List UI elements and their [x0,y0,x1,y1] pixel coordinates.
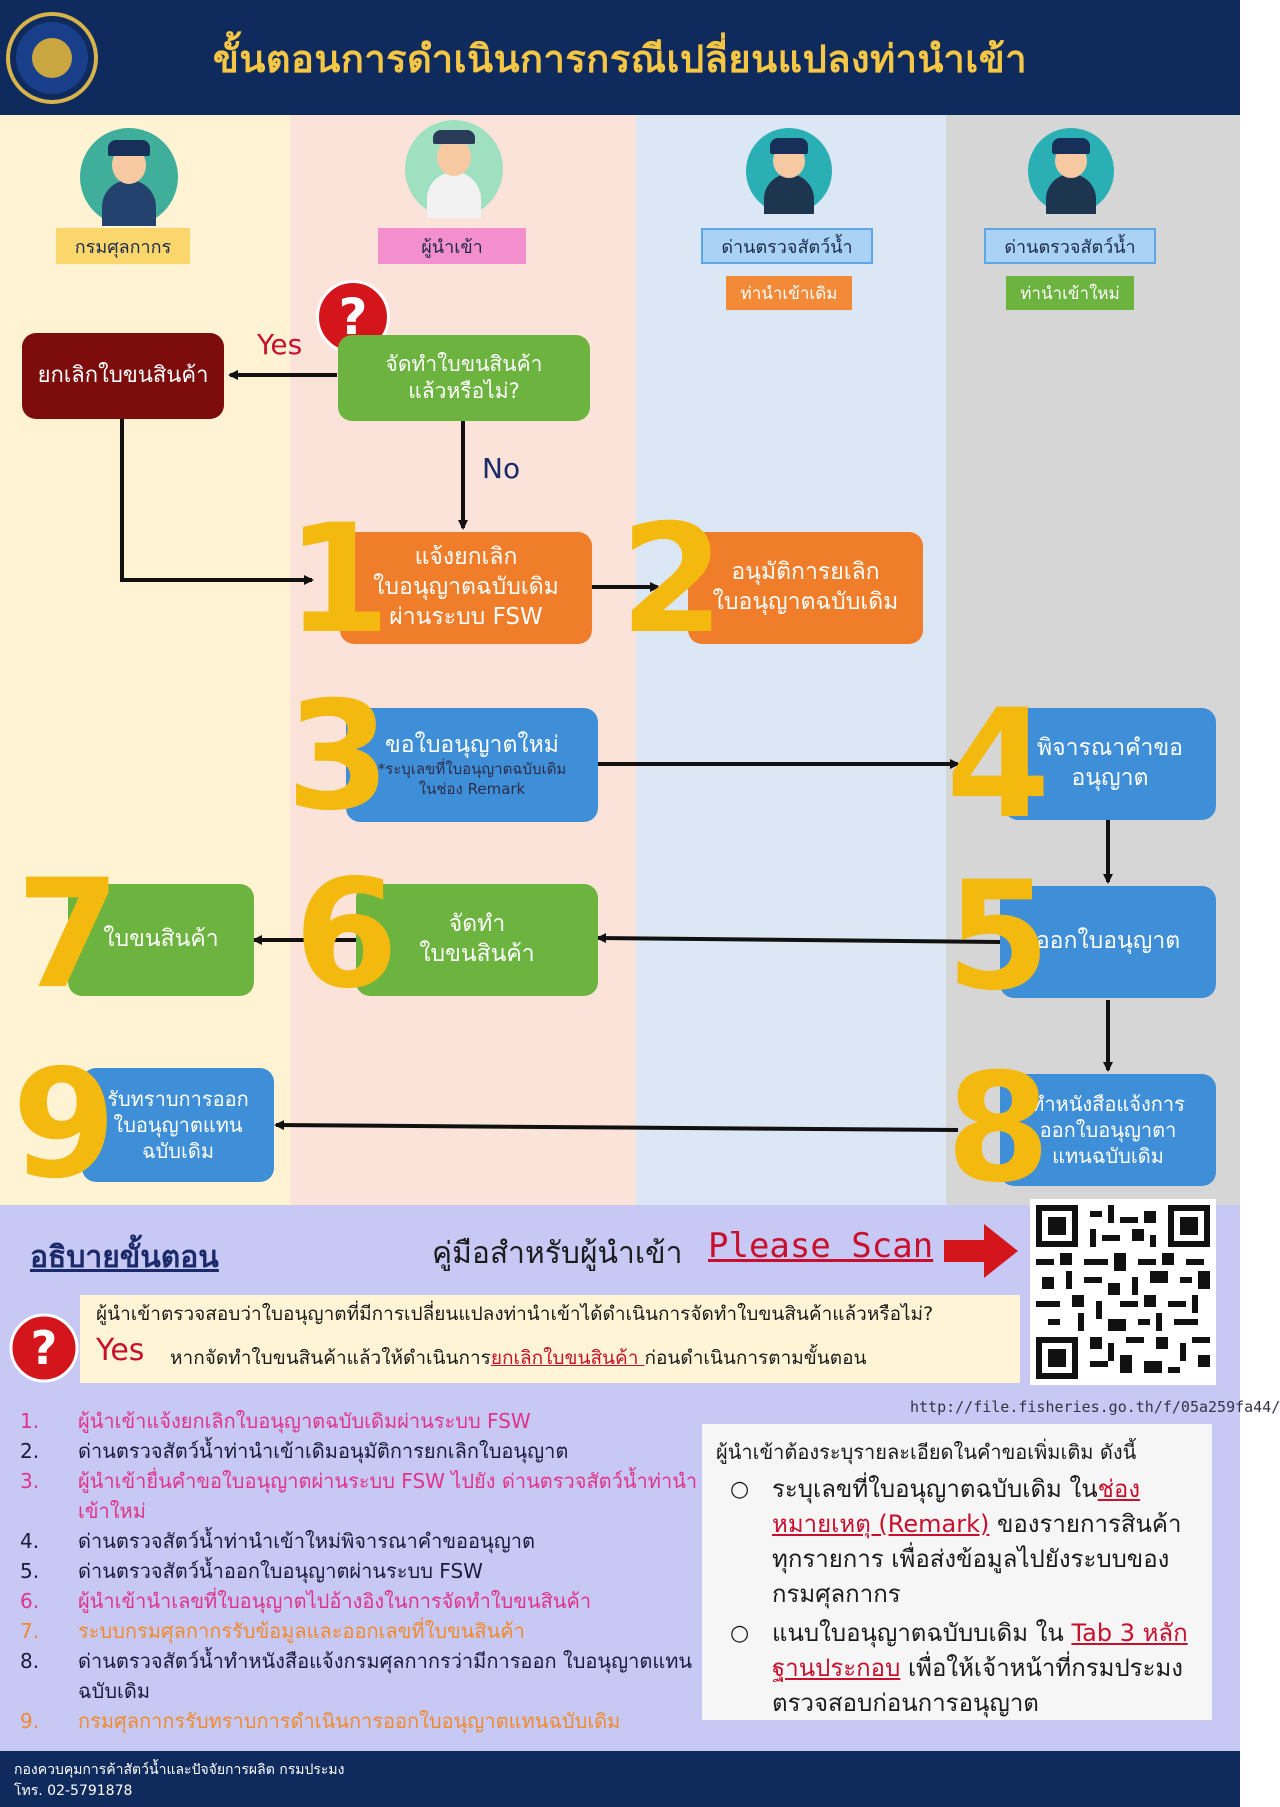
role-checkpoint-new: ด่านตรวจสัตว์น้ำ [984,228,1156,264]
step-item: 9. กรมศุลกากรรับทราบการดำเนินการออกใบอนุญ… [20,1706,700,1736]
step-number-8: 8 [946,1042,1051,1216]
notice-yes: Yes [96,1333,145,1368]
step1-box: แจ้งยกเลิก ใบอนุญาตฉบับเดิม ผ่านระบบ FSW [340,532,592,644]
inspector-avatar-new [1028,128,1114,214]
notice-description: หากจัดทำใบขนสินค้าแล้วให้ดำเนินการยกเลิก… [170,1347,867,1369]
step-item: 4. ด่านตรวจสัตว์น้ำท่านำเข้าใหม่พิจารณาคำ… [20,1526,700,1556]
question-box: จัดทำใบขนสินค้า แล้วหรือไม่? [338,335,590,421]
customs-officer-avatar [80,128,178,226]
step-item-number: 1. [20,1409,40,1433]
step6-box: จัดทำ ใบขนสินค้า [356,884,598,996]
explanation-title: อธิบายขั้นตอน [30,1240,219,1275]
step9-box: รับทราบการออก ใบอนุญาตแทน ฉบับเดิม [82,1068,274,1182]
step-number-9: 9 [12,1038,117,1212]
step-item-number: 2. [20,1439,40,1463]
cancel-declaration-box: ยกเลิกใบขนสินค้า [22,333,224,419]
role-importer: ผู้นำเข้า [378,228,526,264]
department-of-fisheries-logo [6,12,98,104]
role-checkpoint-old: ด่านตรวจสัตว์น้ำ [701,228,873,264]
step-item-number: 5. [20,1559,40,1583]
role-checkpoint-old-sub: ท่านำเข้าเดิม [726,276,852,310]
step-item-text: ด่านตรวจสัตว์น้ำท่านำเข้าใหม่พิจารณาคำขอ… [78,1529,535,1553]
inspector-avatar-old [746,128,832,214]
right-arrow-icon [944,1224,1018,1278]
step-number-7: 7 [16,848,121,1022]
yes-label: Yes [257,328,303,361]
step-item: 8. ด่านตรวจสัตว์น้ำทำหนังสือแจ้งกรมศุลกาก… [20,1646,700,1706]
detail-item-attachment: ○ แนบใบอนุญาตฉบับบเดิม ใน Tab 3 หลักฐานป… [730,1619,1188,1717]
step-item: 7. ระบบกรมศุลกากรรับข้อมูลและออกเลขที่ใบข… [20,1616,700,1646]
step-item-number: 9. [20,1709,40,1733]
notice-box: ผู้นำเข้าตรวจสอบว่าใบอนุญาตที่มีการเปลี่… [80,1295,1020,1383]
step-item: 3. ผู้นำเข้ายื่นคำขอใบอนุญาตผ่านระบบ FSW … [20,1466,700,1526]
step5-box: ออกใบอนุญาต [1000,886,1216,998]
step-number-2: 2 [620,493,725,667]
please-scan-link[interactable]: Please Scan [708,1226,934,1266]
step3-box: ขอใบอนุญาตใหม่ *ระบุเลขที่ใบอนุญาตฉบับเด… [346,708,598,822]
step-number-4: 4 [946,678,1051,852]
cancel-declaration-link[interactable]: ยกเลิกใบขนสินค้า [490,1347,645,1369]
qr-code[interactable] [1030,1199,1216,1385]
step7-box: ใบขนสินค้า [68,884,254,996]
step-number-6: 6 [294,848,399,1022]
detail-item-remark: ○ ระบุเลขที่ใบอนุญาตฉบับเดิม ในช่อง หมาย… [730,1475,1182,1608]
step-item-text: ผู้นำเข้าแจ้งยกเลิกใบอนุญาตฉบับเดิมผ่านร… [78,1409,531,1433]
manual-url[interactable]: http://file.fisheries.go.th/f/05a259fa44… [910,1398,1280,1416]
notice-question: ผู้นำเข้าตรวจสอบว่าใบอนุญาตที่มีการเปลี่… [96,1303,934,1325]
step-item-number: 7. [20,1619,40,1643]
page-title: ขั้นตอนการดำเนินการกรณีเปลี่ยนแปลงท่านำเ… [212,37,1028,81]
step-item-number: 6. [20,1589,40,1613]
step-number-5: 5 [946,850,1051,1024]
step-number-1: 1 [286,493,391,667]
tab3-evidence-link[interactable]: Tab 3 หลักฐานประกอบ [772,1619,1188,1682]
no-label: No [482,452,521,485]
step4-box: พิจารณาคำขอ อนุญาต [1004,708,1216,820]
header-bar: ขั้นตอนการดำเนินการกรณีเปลี่ยนแปลงท่านำเ… [0,0,1240,115]
steps-list: 1. ผู้นำเข้าแจ้งยกเลิกใบอนุญาตฉบับเดิมผ่า… [20,1406,700,1736]
role-checkpoint-new-sub: ท่านำเข้าใหม่ [1006,276,1134,310]
step-item-text: ด่านตรวจสัตว์น้ำออกใบอนุญาตผ่านระบบ FSW [78,1559,483,1583]
step-item-text: ระบบกรมศุลกากรรับข้อมูลและออกเลขที่ใบขนส… [78,1619,525,1643]
step-item: 5. ด่านตรวจสัตว์น้ำออกใบอนุญาตผ่านระบบ FS… [20,1556,700,1586]
step-item: 6. ผู้นำเข้านำเลขที่ใบอนุญาตไปอ้างอิงในกา… [20,1586,700,1616]
step-item-number: 3. [20,1469,40,1493]
additional-details-box: ผู้นำเข้าต้องระบุรายละเอียดในคำขอเพิ่มเต… [702,1424,1212,1720]
remark-field-link[interactable]: ช่อง หมายเหตุ (Remark) [772,1475,1141,1538]
step-item-text: ผู้นำเข้านำเลขที่ใบอนุญาตไปอ้างอิงในการจ… [78,1589,592,1613]
step-number-3: 3 [286,670,391,844]
step-item-number: 4. [20,1529,40,1553]
step-item: 2. ด่านตรวจสัตว์น้ำท่านำเข้าเดิมอนุมัติกา… [20,1436,700,1466]
step-item: 1. ผู้นำเข้าแจ้งยกเลิกใบอนุญาตฉบับเดิมผ่า… [20,1406,700,1436]
footer: กองควบคุมการค้าสัตว์น้ำและปัจจัยการผลิต … [0,1751,1240,1807]
step-item-text: กรมศุลกากรรับทราบการดำเนินการออกใบอนุญาต… [78,1709,621,1733]
svg-text:?: ? [31,1321,58,1375]
guide-text: คู่มือสำหรับผู้นำเข้า [432,1236,683,1271]
footer-phone: โทร. 02-5791878 [14,1783,133,1799]
step8-box: ทำหนังสือแจ้งการ ออกใบอนุญาตา แทนฉบับเดิ… [1000,1074,1216,1186]
step-item-text: ด่านตรวจสัตว์น้ำทำหนังสือแจ้งกรมศุลกากรว… [78,1649,693,1703]
step-item-text: ด่านตรวจสัตว์น้ำท่านำเข้าเดิมอนุมัติการย… [78,1439,569,1463]
importer-avatar [405,120,503,218]
step2-box: อนุมัติการยเลิก ใบอนุญาตฉบับเดิม [688,532,923,644]
footer-organization: กองควบคุมการค้าสัตว์น้ำและปัจจัยการผลิต … [14,1762,345,1778]
lane-customs [0,115,290,1205]
step-item-number: 8. [20,1649,40,1673]
question-mark-icon: ? [9,1313,79,1383]
step-item-text: ผู้นำเข้ายื่นคำขอใบอนุญาตผ่านระบบ FSW ไป… [78,1469,698,1523]
additional-details-heading: ผู้นำเข้าต้องระบุรายละเอียดในคำขอเพิ่มเต… [716,1440,1137,1464]
role-customs: กรมศุลกากร [56,228,190,264]
